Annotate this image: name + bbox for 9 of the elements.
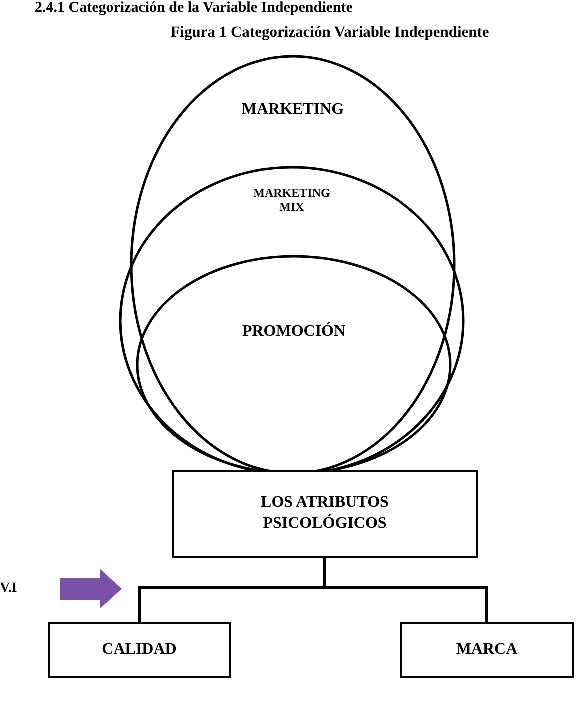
ellipse-label: MARKETING MIX (252, 186, 332, 215)
ellipse-label: MARKETING (240, 100, 346, 120)
category-box: LOS ATRIBUTOS PSICOLÓGICOS (172, 470, 478, 558)
ellipse-label: PROMOCIÓN (241, 322, 347, 342)
figure-title: Figura 1 Categorización Variable Independiente (170, 24, 490, 42)
category-box: CALIDAD (48, 622, 231, 678)
section-heading: 2.4.1 Categorización de la Variable Independiente (35, 0, 353, 17)
variable-label: V.I (0, 581, 18, 597)
category-box: MARCA (400, 622, 574, 678)
